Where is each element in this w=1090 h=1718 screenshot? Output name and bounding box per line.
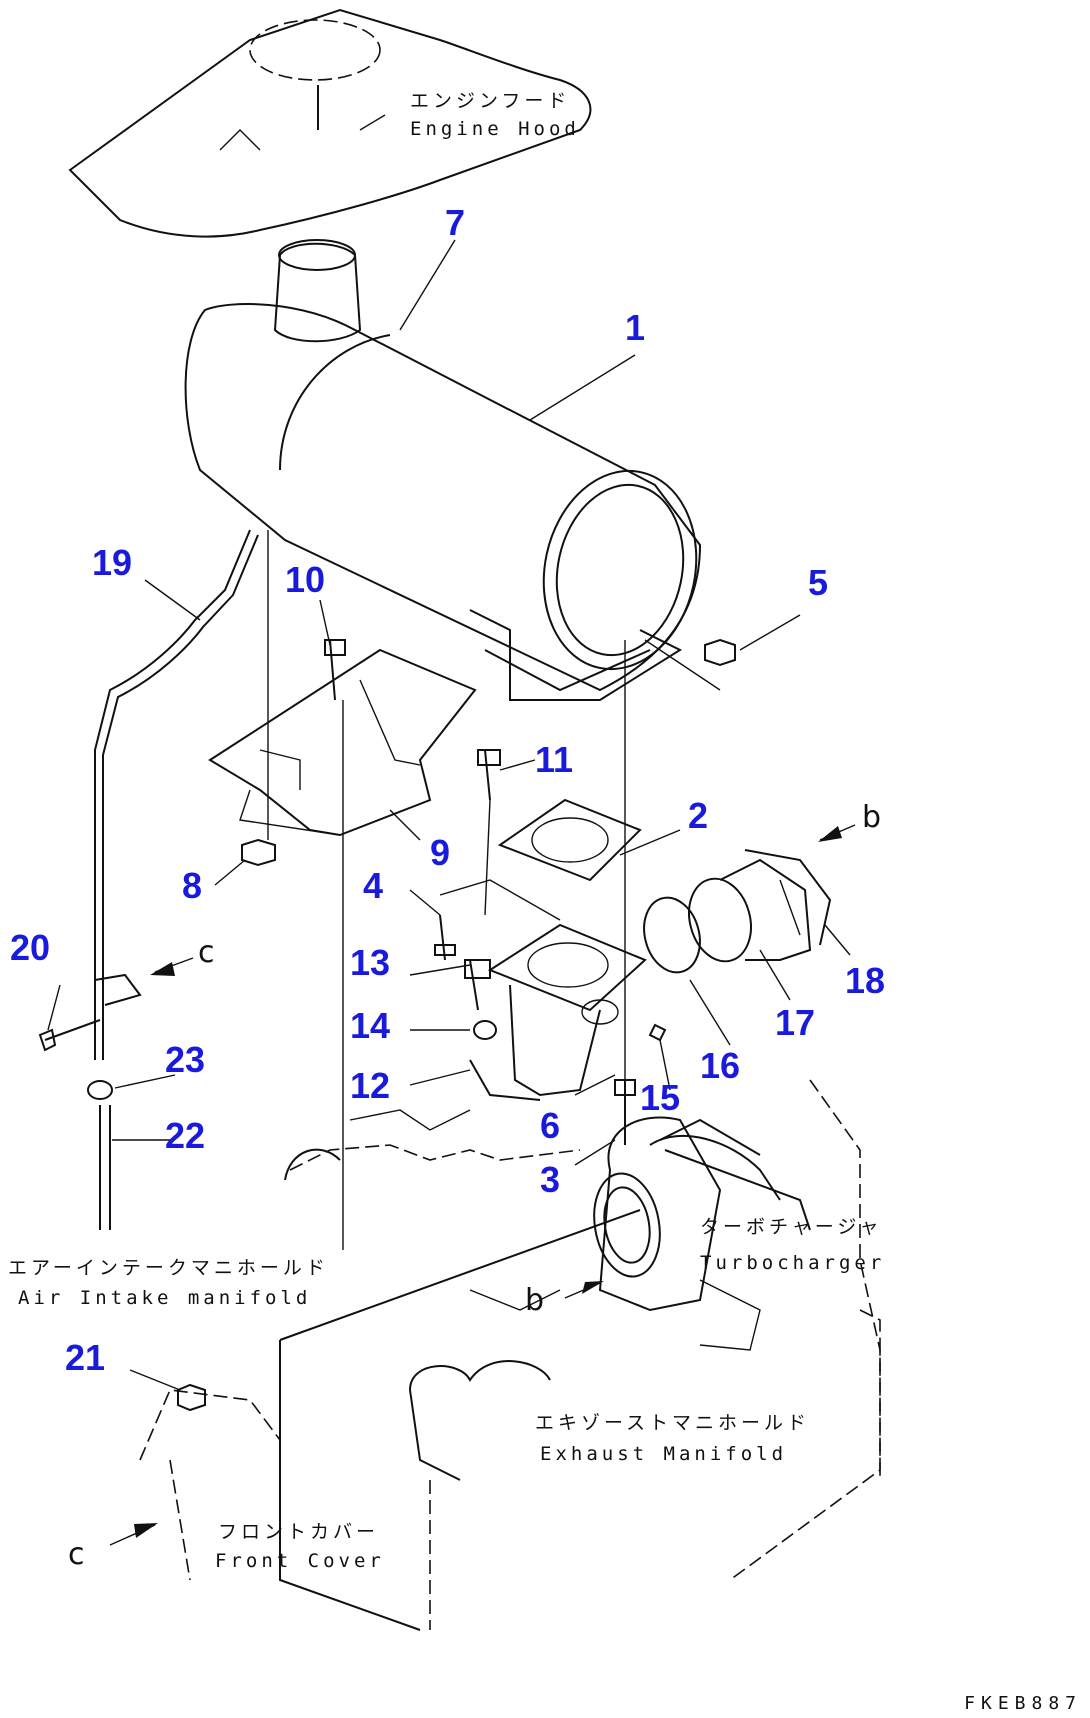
engine-hood-drawing [68, 8, 592, 238]
bracket-drawing [208, 648, 477, 837]
ref-c-lower: c [68, 1537, 85, 1572]
engine-hood-label-en: Engine Hood [410, 118, 580, 140]
turbocharger-label-en: Turbocharger [700, 1252, 886, 1274]
callout-17: 17 [775, 1002, 816, 1043]
front-cover-label-jp: フロントカバー [218, 1521, 380, 1543]
callout-14: 14 [350, 1005, 391, 1046]
flange-stand-drawing [469, 923, 647, 1101]
air-intake-label-jp: エアーインテークマニホールド [8, 1257, 329, 1279]
muffler-drawing [184, 239, 702, 701]
gasket-drawing [497, 798, 642, 882]
assembly-lines [267, 530, 721, 1250]
fastener-drawings [38, 638, 736, 1412]
callout-22: 22 [165, 1115, 206, 1156]
callout-2: 2 [688, 795, 709, 836]
front-cover-label-en: Front Cover [215, 1550, 385, 1572]
exhaust-manifold-label-en: Exhaust Manifold [540, 1443, 788, 1465]
elbow-drawing [688, 849, 832, 963]
callout-4: 4 [363, 865, 384, 906]
callout-23: 23 [165, 1039, 206, 1080]
breather-tube-drawing [94, 529, 259, 1060]
callout-20: 20 [10, 927, 51, 968]
callout-3: 3 [540, 1159, 561, 1200]
ref-b-upper: b [862, 800, 882, 835]
callout-9: 9 [430, 832, 451, 873]
callout-11: 11 [535, 739, 574, 780]
callout-10: 10 [285, 559, 326, 600]
callout-5: 5 [808, 562, 829, 603]
callout-12: 12 [350, 1065, 391, 1106]
callout-7: 7 [445, 202, 466, 243]
callout-19: 19 [92, 542, 133, 583]
callout-21: 21 [65, 1337, 106, 1378]
turbocharger-label-jp: ターボチャージャ [700, 1216, 883, 1238]
callout-6: 6 [540, 1105, 561, 1146]
callout-18: 18 [845, 960, 886, 1001]
callout-8: 8 [182, 865, 203, 906]
callout-15: 15 [640, 1077, 681, 1118]
callout-13: 13 [350, 942, 391, 983]
callout-1: 1 [625, 307, 646, 348]
engine-block-drawing [139, 1079, 881, 1631]
ref-b-lower: b [525, 1283, 545, 1318]
ref-c-upper: c [198, 935, 215, 970]
turbocharger-drawing [593, 1116, 811, 1351]
engine-hood-label-jp: エンジンフード [410, 90, 571, 112]
air-intake-label-en: Air Intake manifold [18, 1287, 312, 1309]
exhaust-manifold-label-jp: エキゾーストマニホールド [535, 1412, 811, 1434]
reference-arrows [109, 824, 856, 1546]
leader-lines [47, 239, 851, 1391]
seal-ring-drawing [643, 896, 701, 974]
callout-16: 16 [700, 1045, 741, 1086]
drawing-code: FKEB887 [964, 1693, 1082, 1714]
